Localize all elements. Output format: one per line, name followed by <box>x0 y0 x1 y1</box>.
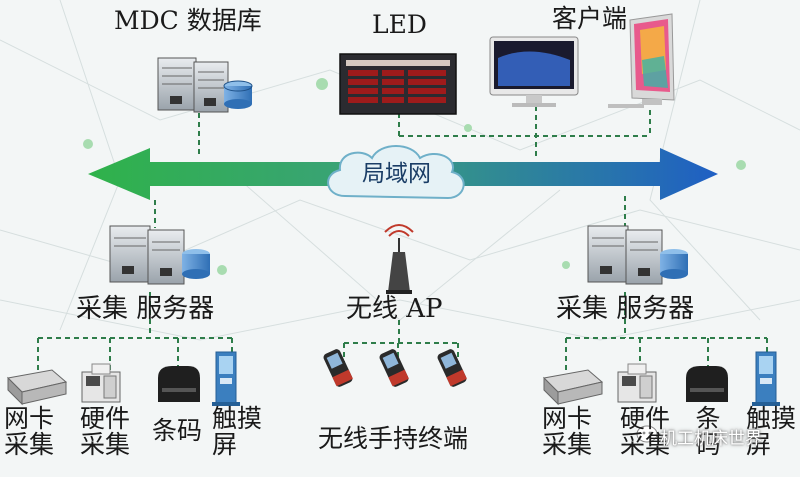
background-dots <box>83 78 746 275</box>
mdc-database-server-icon <box>157 57 253 113</box>
hardware-collector-icon <box>81 363 121 403</box>
wechat-icon <box>636 425 658 443</box>
lan-label: 局域网 <box>362 161 431 187</box>
right-barcode-label: 条码 <box>695 404 721 460</box>
hardware-collector-icon <box>617 363 657 403</box>
led-label: LED <box>372 10 427 39</box>
left-hw-label: 硬件采集 <box>80 404 131 460</box>
handheld-label: 无线手持终端 <box>318 424 469 453</box>
touch-kiosk-icon <box>212 351 240 406</box>
right-nic-label: 网卡采集 <box>542 404 593 460</box>
network-card-icon <box>542 369 604 406</box>
led-board-icon <box>339 53 457 115</box>
desktop-monitor-icon <box>608 13 675 108</box>
touch-kiosk-icon <box>752 351 780 406</box>
left-barcode-label: 条码 <box>152 416 203 445</box>
right-server-label: 采集 服务器 <box>556 294 695 324</box>
network-card-icon <box>6 369 68 406</box>
handheld-terminal-icon <box>437 349 467 387</box>
wireless-ap-label: 无线 AP <box>346 294 443 324</box>
lan-cloud <box>327 145 465 200</box>
wireless-antenna-icon <box>384 224 414 294</box>
client-label: 客户端 <box>552 4 628 33</box>
left-nic-label: 网卡采集 <box>4 404 55 460</box>
right-touch-label: 触摸屏 <box>746 404 797 460</box>
desktop-monitor-icon <box>489 36 579 107</box>
handheld-terminal-icon <box>323 349 353 387</box>
watermark-text: 机工机床世界 <box>660 429 762 449</box>
right-collection-server-icon <box>587 225 688 285</box>
left-touch-label: 触摸屏 <box>212 404 263 460</box>
barcode-printer-icon <box>686 366 728 402</box>
mdc-database-label: MDC 数据库 <box>114 6 262 35</box>
barcode-printer-icon <box>158 366 200 402</box>
right-hw-label: 硬件采集 <box>620 404 671 460</box>
left-collection-server-icon <box>109 225 210 285</box>
left-server-label: 采集 服务器 <box>76 294 215 324</box>
handheld-terminal-icon <box>379 349 409 387</box>
